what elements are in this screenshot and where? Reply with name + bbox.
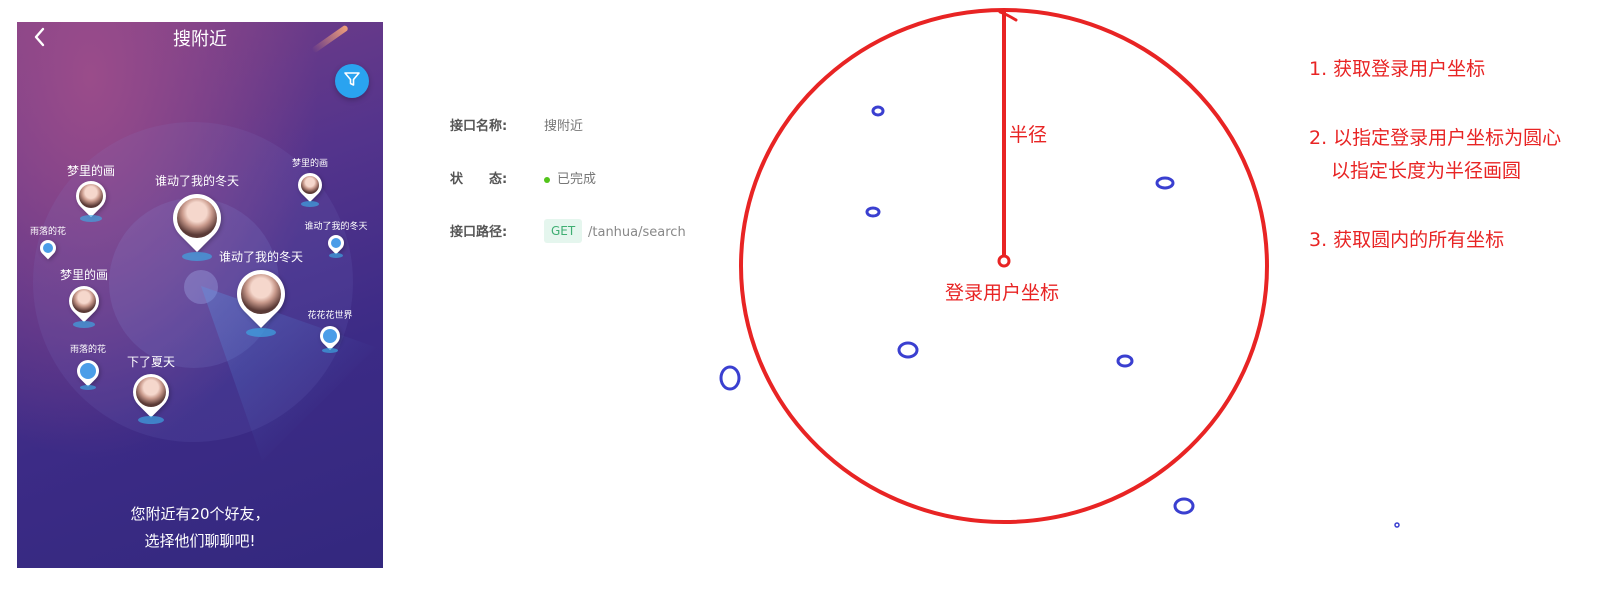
coordinate-point [897,341,919,359]
user-name-label: 谁动了我的冬天 [218,250,304,264]
coordinate-point [871,105,885,117]
avatar-photo [241,274,281,314]
radar-center [184,270,218,304]
coordinate-point [1394,522,1400,528]
step-2-continued: 以指定长度为半径画圆 [1331,160,1522,182]
pin-base [322,348,338,353]
pin-base [182,252,212,261]
method-tag: GET [544,219,583,243]
chat-prompt-text: 选择他们聊聊吧! [144,532,256,550]
user-name-label: 雨落的花 [69,345,107,355]
pin-base [80,215,102,222]
user-name-label: 谁动了我的冬天 [304,222,368,232]
location-dot [331,238,341,248]
filter-icon [343,70,361,92]
radius-arrow-icon [998,10,1018,22]
pin-base [246,328,276,337]
page-title: 搜附近 [173,29,227,50]
api-name-value: 搜附近 [544,119,584,134]
pin-base [138,416,164,424]
coordinate-point [1173,497,1195,515]
avatar-photo [136,377,166,407]
phone-screen: 搜附近 梦里的画 谁动了我的冬天 梦里的画 雨落的花 谁动了我的冬天 [17,22,383,568]
location-dot [80,363,96,379]
diagram-canvas [719,8,1400,528]
step-3: 3. 获取圆内的所有坐标 [1309,229,1505,251]
user-name-label: 梦里的画 [291,159,329,169]
user-name-label: 下了夏天 [126,355,176,369]
pin-base [329,253,343,258]
search-radius-circle [739,8,1269,524]
avatar-photo [72,289,96,313]
coordinate-point [865,206,881,218]
avatar-photo [301,176,319,194]
filter-button[interactable] [335,64,369,98]
nearby-count-text: 您附近有20个好友， [130,505,270,523]
coordinate-point [719,365,741,391]
api-path-label: 接口路径: [450,225,508,240]
user-name-label: 谁动了我的冬天 [154,174,240,188]
chevron-left-icon[interactable] [27,26,51,54]
pin-base [301,201,319,207]
avatar-photo [177,198,217,238]
avatar-photo [79,184,103,208]
pin-base [80,385,96,390]
coordinate-point [1155,176,1175,190]
api-path-value: /tanhua/search [588,225,686,240]
status-dot-icon [544,176,550,183]
user-name-label: 花花花世界 [307,311,353,321]
api-name-label: 接口名称: [450,119,508,134]
radius-label: 半径 [1009,124,1048,146]
user-name-label: 梦里的画 [66,164,116,178]
top-bar: 搜附近 [17,22,383,58]
location-dot [43,243,53,253]
center-point [997,254,1011,268]
api-status-label: 状 态: [450,172,508,187]
pin-base [73,321,95,328]
user-name-label: 雨落的花 [29,227,67,237]
location-dot [323,329,337,343]
status-badge: 已完成 [544,168,596,192]
api-status-value: 已完成 [557,172,597,187]
geo-search-diagram: 半径 登录用户坐标 1. 获取登录用户坐标 2. 以指定登录用户坐标为圆心 以指… [700,0,1606,596]
center-label: 登录用户坐标 [945,282,1060,304]
step-2: 2. 以指定登录用户坐标为圆心 [1309,127,1562,149]
coordinate-point [1116,354,1134,368]
user-name-label: 梦里的画 [59,268,109,282]
step-1: 1. 获取登录用户坐标 [1309,58,1486,80]
